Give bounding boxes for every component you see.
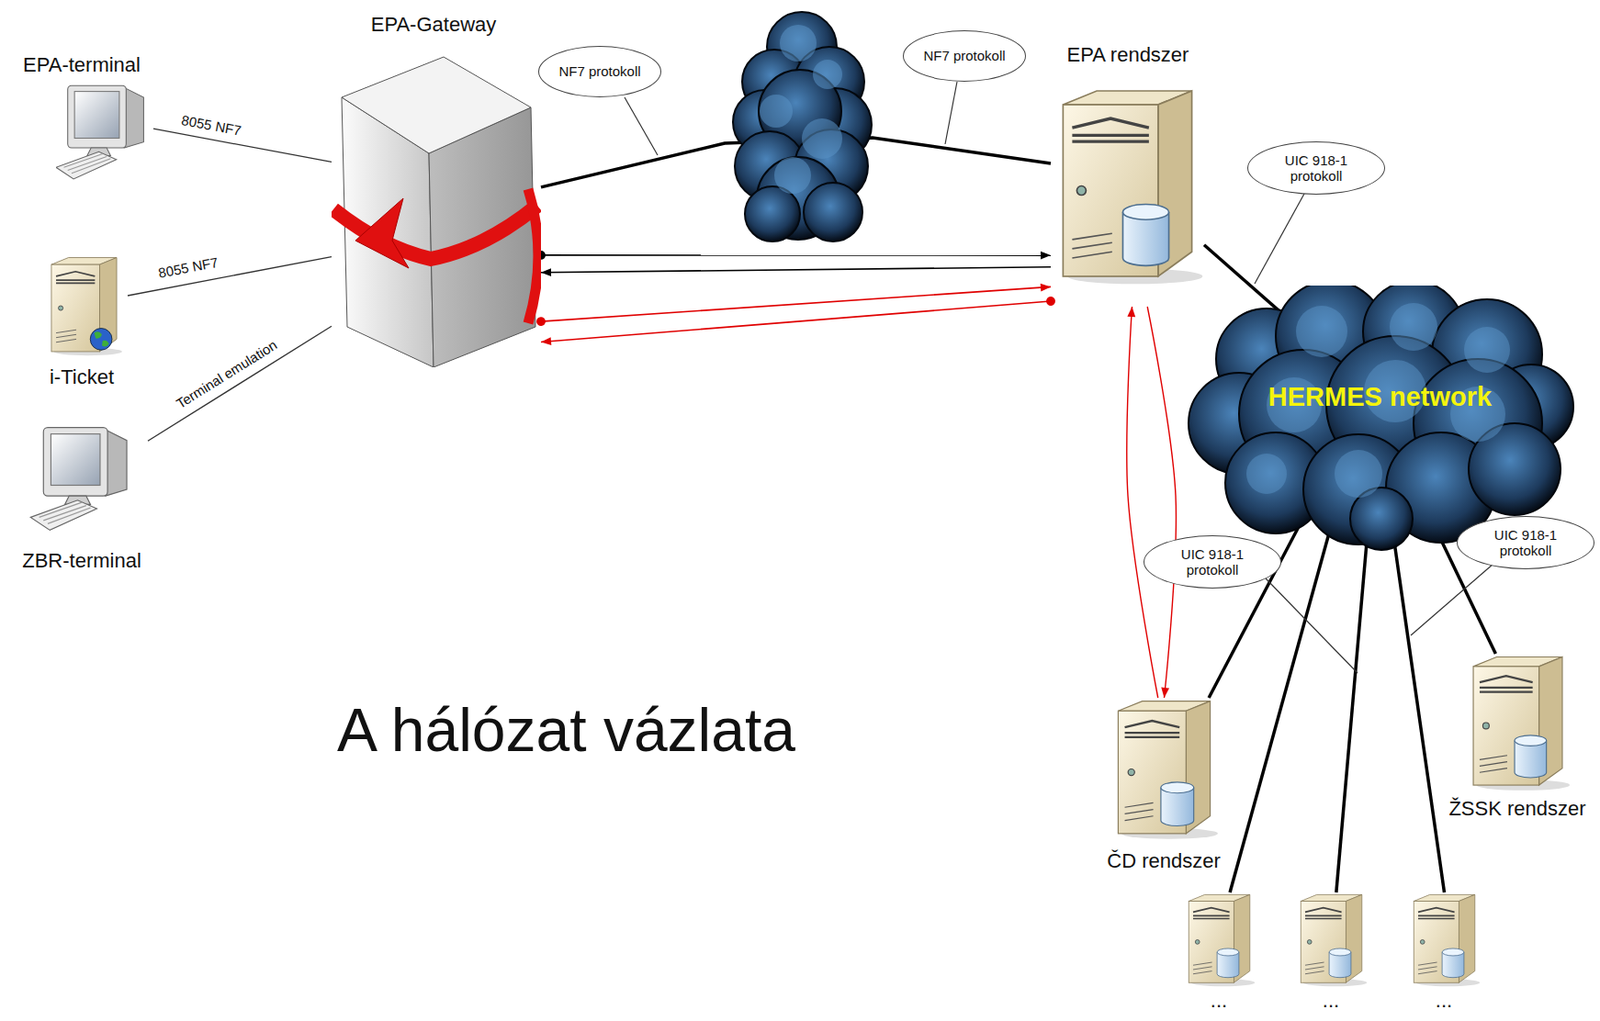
protocol-callout: NF7 protokoll <box>538 45 662 98</box>
terminal-icon: ZBR-terminal <box>20 423 148 541</box>
gateway-tower-drawing <box>331 51 541 368</box>
node-label: EPA rendszer <box>1067 43 1190 67</box>
node-label: EPA-terminal <box>22 53 141 77</box>
protocol-label: 8055 NF7 <box>157 255 220 282</box>
connector <box>540 254 1051 257</box>
protocol-callout: UIC 918-1 protokoll <box>1143 535 1282 589</box>
server-icon-drawing <box>1403 892 1486 988</box>
callout-text: UIC 918-1 protokoll <box>1257 152 1375 185</box>
connector <box>540 301 1051 342</box>
connector <box>1126 306 1159 699</box>
network-cloud: HERMES network <box>1183 285 1577 552</box>
connector <box>540 267 1051 273</box>
server-icon-drawing <box>1102 698 1227 841</box>
server-icon-drawing <box>1459 653 1577 792</box>
connectors <box>127 128 1496 893</box>
web-server-icon-drawing <box>40 255 128 357</box>
callout-text: NF7 protokoll <box>923 47 1005 64</box>
protocol-callout: NF7 protokoll <box>902 30 1026 82</box>
server-icon: EPA rendszer <box>1050 86 1205 307</box>
callout-text: NF7 protokoll <box>558 63 641 79</box>
server-icon: ... <box>1403 892 1486 988</box>
connector <box>1391 524 1444 893</box>
node-label: ... <box>1210 989 1228 1013</box>
node-label: ... <box>1435 989 1453 1013</box>
server-icon-drawing <box>1050 86 1205 286</box>
callout-text: UIC 918-1 protokoll <box>1153 546 1272 579</box>
node-label: EPA-Gateway <box>371 12 497 36</box>
node-label: ČD rendszer <box>1106 849 1220 873</box>
server-icon: ... <box>1178 892 1261 988</box>
protocol-label: Terminal emulation <box>173 338 281 413</box>
node-label: i-Ticket <box>49 365 114 389</box>
protocol-callout: UIC 918-1 protokoll <box>1247 141 1386 195</box>
protocol-callout: UIC 918-1 protokoll <box>1456 516 1595 570</box>
leader-lines <box>624 81 1494 674</box>
network-name: HERMES network <box>1268 382 1492 413</box>
connector <box>147 326 332 441</box>
node-label: ... <box>1322 989 1340 1013</box>
connector <box>153 128 332 162</box>
server-icon: ČD rendszer <box>1102 698 1227 841</box>
terminal-icon: EPA-terminal <box>56 81 154 200</box>
web-server-icon: i-Ticket <box>40 255 128 357</box>
server-icon-drawing <box>1290 892 1373 988</box>
terminal-icon-drawing <box>20 423 148 541</box>
node-label: ZBR-terminal <box>22 549 142 573</box>
server-icon: ŽSSK rendszer <box>1459 653 1577 792</box>
node-label: ŽSSK rendszer <box>1448 797 1586 821</box>
network-cloud-drawing <box>1183 285 1577 552</box>
server-icon: ... <box>1290 892 1373 988</box>
server-icon-drawing <box>1178 892 1261 988</box>
terminal-icon-drawing <box>56 81 154 200</box>
connector <box>1147 306 1176 699</box>
connector <box>540 286 1051 322</box>
caption: A hálózat vázlata <box>337 694 796 767</box>
connector <box>1336 524 1369 893</box>
cloud-shape <box>732 11 872 242</box>
callout-text: UIC 918-1 protokoll <box>1466 527 1585 560</box>
gateway-tower: EPA-Gateway <box>331 51 541 368</box>
